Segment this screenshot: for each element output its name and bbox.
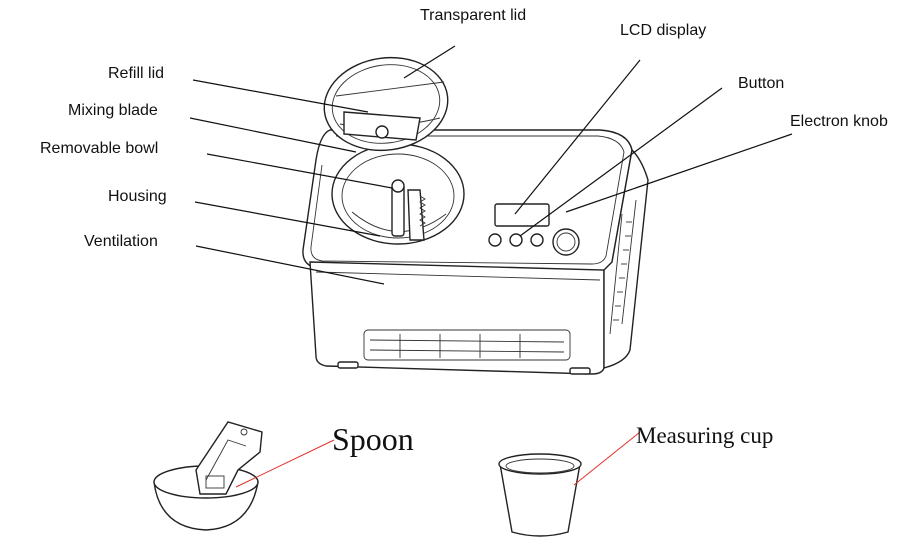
- label-removable-bowl: Removable bowl: [40, 140, 158, 157]
- label-spoon: Spoon: [332, 421, 414, 457]
- front-vent-grille: [363, 329, 571, 361]
- measuring-cup-illustration: [498, 453, 582, 537]
- label-refill-lid: Refill lid: [108, 65, 164, 82]
- label-transparent-lid: Transparent lid: [420, 7, 526, 24]
- side-vent-grille: [609, 199, 637, 335]
- label-measuring-cup: Measuring cup: [636, 423, 773, 448]
- label-housing: Housing: [108, 188, 167, 205]
- label-mixing-blade: Mixing blade: [68, 102, 158, 119]
- lcd-display: [494, 203, 550, 227]
- label-electron-knob: Electron knob: [790, 113, 888, 130]
- machine-illustration: [302, 56, 649, 375]
- electron-knob: [552, 228, 580, 256]
- label-lcd-display: LCD display: [620, 22, 706, 39]
- label-button: Button: [738, 75, 784, 92]
- leader-lines: [189, 45, 793, 285]
- label-ventilation: Ventilation: [84, 233, 158, 250]
- control-buttons: [488, 233, 544, 247]
- mixing-blade: [391, 179, 426, 241]
- transparent-lid: [323, 56, 449, 152]
- spoon-illustration: [153, 421, 263, 531]
